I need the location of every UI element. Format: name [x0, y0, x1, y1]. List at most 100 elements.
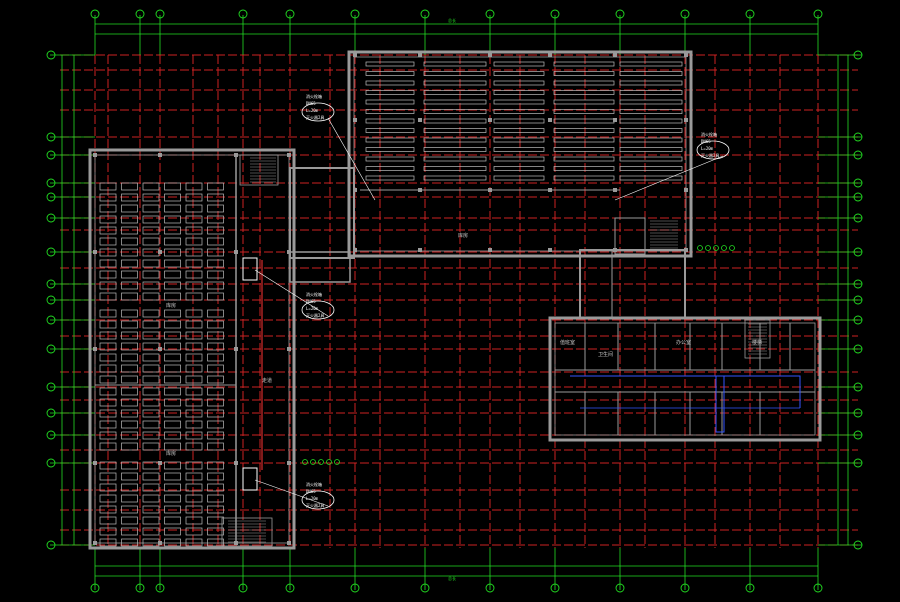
shelf-rack — [553, 80, 615, 86]
axis-bubble-bottom — [155, 583, 165, 593]
shelf-rack — [619, 61, 683, 67]
shelf-rack — [185, 259, 203, 268]
shelf-rack — [619, 147, 683, 152]
structural-column — [287, 153, 291, 157]
axis-bubble-top — [420, 9, 430, 19]
shelf-rack — [121, 527, 138, 536]
shelf-rack — [99, 538, 117, 547]
shelf-rack — [207, 281, 224, 290]
structural-column — [234, 541, 238, 545]
axis-bubble-left — [46, 382, 56, 392]
shelf-rack — [185, 442, 203, 451]
shelf-rack — [619, 80, 683, 86]
axis-bubble-top — [615, 9, 625, 19]
shelf-rack — [365, 61, 415, 67]
shelf-rack — [207, 204, 224, 213]
structural-column — [353, 53, 357, 57]
shelf-rack — [619, 175, 683, 181]
shelf-rack — [121, 364, 138, 373]
shelf-rack — [99, 398, 117, 407]
shelf-rack — [121, 281, 138, 290]
shelf-rack — [423, 118, 487, 124]
building-connector[interactable] — [289, 167, 735, 465]
shelf-rack — [207, 292, 224, 301]
axis-bubble-right — [853, 430, 863, 440]
shelf-rack — [619, 128, 683, 133]
shelf-rack — [142, 226, 160, 235]
building-north-warehouse[interactable] — [347, 50, 693, 258]
hydrant-box — [242, 257, 258, 281]
water-pipe — [570, 375, 801, 408]
shelf-rack — [185, 527, 203, 536]
shelf-rack — [164, 398, 181, 407]
shelf-rack — [121, 420, 138, 429]
callout-text: 消火栓箱 — [306, 93, 322, 99]
shelf-rack — [99, 364, 117, 373]
shelf-rack — [99, 182, 117, 191]
structural-column — [158, 541, 162, 545]
axis-bubble-left — [46, 150, 56, 160]
shelf-rack — [423, 137, 487, 143]
callout-text: L=20m — [701, 146, 714, 151]
shelf-rack — [365, 99, 415, 105]
shelf-rack — [99, 226, 117, 235]
shelf-rack — [423, 156, 487, 162]
shelf-rack — [142, 215, 160, 224]
callout-leader — [254, 479, 329, 507]
dimension-bottom-total: 总长 — [448, 575, 456, 581]
shelf-rack — [121, 193, 138, 202]
shelf-rack — [99, 516, 117, 525]
structural-column — [93, 347, 97, 351]
shelf-rack — [164, 483, 181, 492]
axis-bubble-right — [853, 279, 863, 289]
structural-column — [93, 461, 97, 465]
stair-east — [744, 319, 771, 359]
axis-bubble-top — [745, 9, 755, 19]
callout-text: L=20m — [306, 108, 319, 113]
shelf-rack — [164, 461, 181, 470]
structural-column — [488, 118, 492, 122]
shelf-rack — [142, 259, 160, 268]
shelf-rack — [619, 118, 683, 124]
axis-bubble-left — [46, 132, 56, 142]
shelf-rack — [121, 483, 138, 492]
room-label-left-store-lower: 库房 — [166, 450, 176, 457]
building-west-warehouse[interactable] — [88, 148, 296, 550]
shelf-rack — [365, 137, 415, 143]
shelf-rack — [207, 494, 224, 503]
structural-column — [613, 53, 617, 57]
shelf-rack — [619, 71, 683, 76]
callout-text: 消火栓箱 — [306, 291, 322, 297]
shelf-rack — [99, 248, 117, 257]
room-label-toilet: 卫生间 — [598, 351, 613, 358]
room-label-main-store: 库房 — [458, 232, 468, 239]
shelf-rack — [365, 109, 415, 114]
stair-north — [239, 154, 279, 186]
shelf-rack — [99, 215, 117, 224]
shelf-rack — [185, 409, 203, 418]
shelf-rack — [207, 259, 224, 268]
shelf-rack — [142, 353, 160, 362]
hydrant-dot — [705, 245, 711, 251]
axis-bubble-bottom — [745, 583, 755, 593]
room-label-office-east2: 值班室 — [560, 339, 575, 346]
callout-text: 灭火器2具 — [306, 502, 324, 508]
axis-bubble-top — [485, 9, 495, 19]
structural-column — [93, 250, 97, 254]
axis-bubble-top — [350, 9, 360, 19]
shelf-rack — [553, 147, 615, 152]
axis-bubble-left — [46, 430, 56, 440]
shelf-rack — [185, 342, 203, 351]
shelf-rack — [142, 494, 160, 503]
structural-column — [684, 118, 688, 122]
shelf-rack — [365, 71, 415, 76]
shelf-rack — [121, 398, 138, 407]
shelf-rack — [553, 128, 615, 133]
shelf-rack — [142, 461, 160, 470]
shelf-rack — [164, 420, 181, 429]
shelf-rack — [423, 166, 487, 171]
shelf-rack — [365, 147, 415, 152]
shelf-rack — [185, 472, 203, 481]
shelf-rack — [164, 281, 181, 290]
